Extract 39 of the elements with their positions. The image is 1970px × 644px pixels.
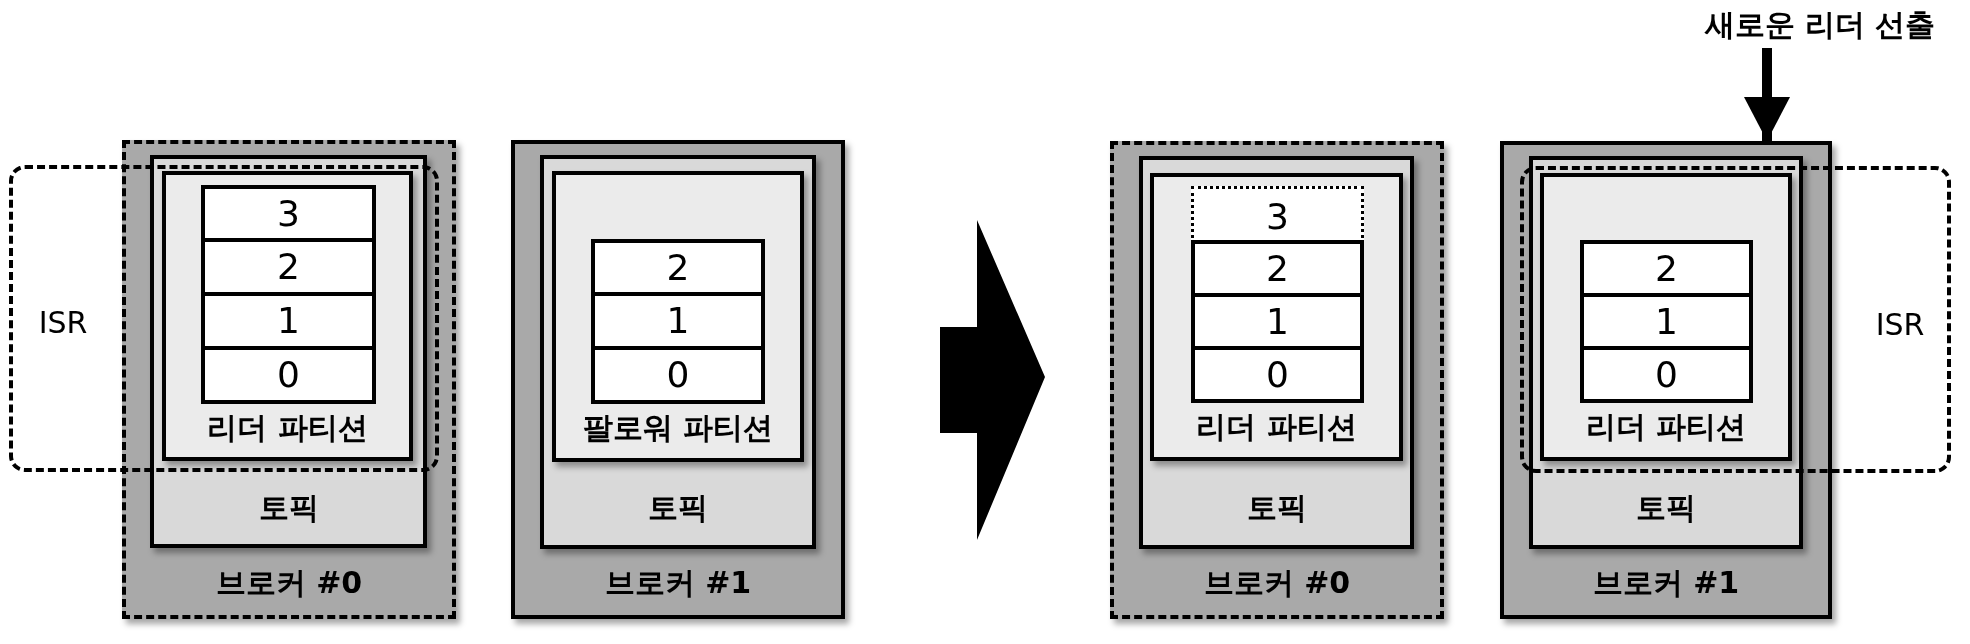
- broker-box: [1110, 141, 1444, 619]
- offset-number: 0: [1655, 354, 1678, 395]
- partition-label: 팔로워 파티션: [582, 410, 774, 446]
- offset-number: 0: [1266, 354, 1289, 395]
- partition-box: [1150, 173, 1403, 461]
- partition-label: 리더 파티션: [1196, 409, 1357, 445]
- annotation-label: 새로운 리더 선출: [1704, 7, 1936, 43]
- offset-number: 1: [666, 301, 690, 341]
- broker-label: 브로커 #1: [1592, 565, 1740, 601]
- partition-label: 리더 파티션: [207, 410, 368, 446]
- offset-number: 3: [1266, 196, 1289, 237]
- isr-label: ISR: [38, 305, 88, 341]
- offset-number: 3: [277, 193, 300, 234]
- offset-number: 2: [277, 247, 300, 287]
- offset-number: 1: [1655, 301, 1678, 342]
- broker-label: 브로커 #1: [604, 565, 752, 601]
- offset-number: 0: [666, 355, 690, 395]
- broker-label: 브로커 #0: [1203, 565, 1351, 601]
- partition-label: 리더 파티션: [1585, 409, 1747, 445]
- offset-number: 1: [277, 301, 300, 341]
- offset-number: 1: [1266, 301, 1289, 342]
- topic-label: 토픽: [1636, 490, 1696, 526]
- broker-label: 브로커 #0: [215, 565, 363, 601]
- topic-box: [1139, 156, 1414, 549]
- partition-box: [1540, 173, 1792, 461]
- offset-number: 0: [277, 355, 300, 395]
- partition-box: [552, 171, 804, 462]
- topic-label: 토픽: [258, 490, 319, 526]
- offset-number: 2: [666, 247, 690, 288]
- topic-label: 토픽: [1246, 490, 1307, 526]
- broker-box: [511, 140, 845, 619]
- isr-label: ISR: [1875, 307, 1925, 343]
- isr-group-outline: [1520, 166, 1951, 473]
- topic-box: [540, 155, 816, 549]
- topic-label: 토픽: [648, 490, 708, 526]
- offset-number: 2: [1655, 248, 1678, 289]
- offset-number: 2: [1266, 248, 1289, 289]
- arrow: [1744, 48, 1790, 141]
- partition-box: [162, 171, 413, 461]
